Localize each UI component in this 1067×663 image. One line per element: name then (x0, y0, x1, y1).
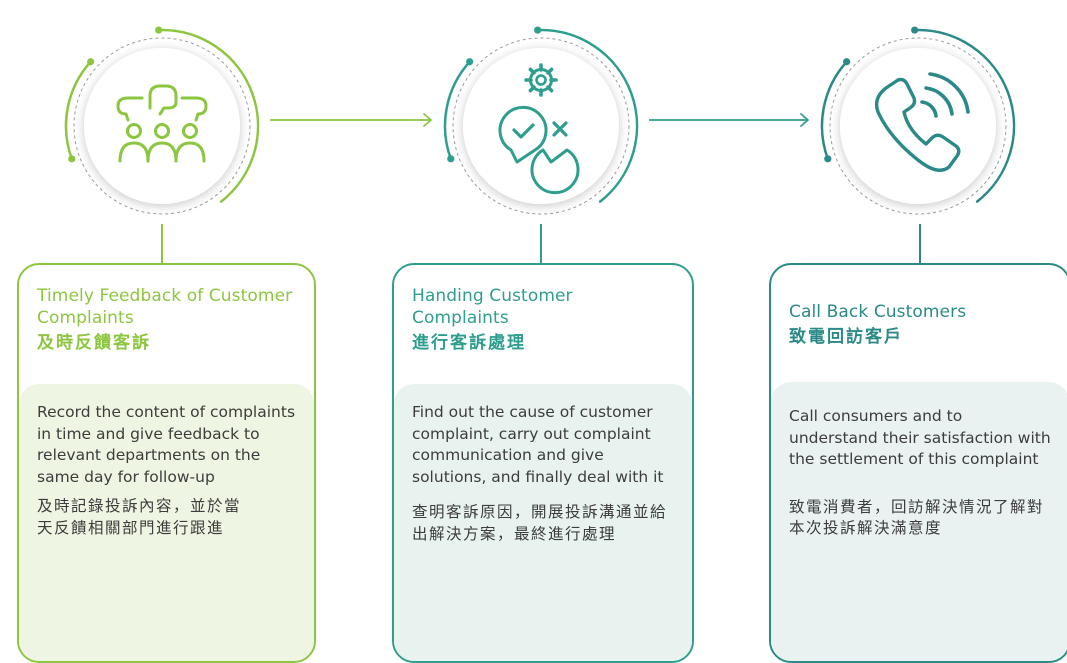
gear-teeth (524, 63, 558, 97)
step-title-zh-2: 進行客訴處理 (412, 333, 526, 353)
cross-mark (552, 121, 568, 137)
arc-dot-2-3 (447, 155, 455, 163)
cross-bubble (530, 148, 580, 195)
dashed-ring-1 (73, 37, 251, 215)
step-title-zh-1: 及時反饋客訴 (37, 333, 151, 353)
step-card-3: Call Back Customers 致電回訪客戶 Call consumer… (769, 263, 1067, 663)
person-head-3 (182, 123, 198, 139)
connector-arrow-1 (423, 113, 432, 127)
step-card-2: Handing Customer Complaints 進行客訴處理 Find … (392, 263, 694, 663)
sound-wave-1 (920, 100, 938, 118)
dashed-ring-3 (829, 37, 1007, 215)
person-head-2 (154, 123, 170, 139)
gear-ring (529, 68, 553, 92)
outer-arc-right-2 (536, 28, 639, 203)
person-body-1 (118, 141, 150, 163)
step-description-1: Record the content of complaints in time… (19, 384, 314, 661)
step-desc-en-3: Call consumers and to understand their s… (789, 407, 1051, 468)
icon-disc-3 (840, 48, 996, 204)
step-desc-en-1: Record the content of complaints in time… (37, 403, 296, 486)
step-title-zh-3: 致電回訪客戶 (789, 327, 903, 347)
person-head-1 (126, 123, 142, 139)
arc-dot-3-1 (843, 58, 851, 66)
outer-arc-left-1 (64, 60, 92, 161)
phone-handset (874, 77, 961, 172)
person-body-2 (146, 141, 178, 163)
outer-arc-right-1 (157, 28, 260, 203)
dashed-ring-2 (452, 37, 630, 215)
speech-bubble-right (180, 96, 208, 122)
step-desc-zh-3: 致電消費者，回訪解決情況了解對本次投訴解決滿意度 (789, 497, 1045, 538)
step-title-en-2: Handing Customer Complaints (412, 286, 573, 328)
arc-dot-2-1 (466, 58, 474, 66)
step-title-en-3: Call Back Customers (789, 302, 967, 322)
phone-call-icon (874, 72, 970, 172)
step-desc-en-2: Find out the cause of customer complaint… (412, 403, 664, 486)
check-bubble (498, 105, 548, 164)
arc-dot-1-1 (87, 58, 95, 66)
sound-wave-2 (924, 86, 954, 116)
step-description-2: Find out the cause of customer complaint… (394, 384, 692, 661)
people-chat-icon (116, 84, 208, 163)
step-card-1: Timely Feedback of Customer Complaints 及… (17, 263, 316, 663)
person-body-3 (174, 141, 206, 163)
speech-bubble-center (148, 84, 178, 116)
arc-dot-3-2 (911, 26, 919, 34)
gear-hub (535, 74, 547, 86)
gear-check-cross-icon (498, 63, 580, 195)
outer-arc-left-3 (820, 60, 848, 161)
arc-dot-1-2 (155, 26, 163, 34)
outer-arc-left-2 (443, 60, 471, 161)
arc-dot-1-3 (68, 155, 76, 163)
step-title-en-1: Timely Feedback of Customer Complaints (37, 286, 293, 328)
connector-arrow-2 (800, 113, 809, 127)
check-mark (512, 123, 535, 139)
sound-wave-3 (928, 72, 970, 114)
step-description-3: Call consumers and to understand their s… (771, 382, 1067, 661)
step-title-1: Timely Feedback of Customer Complaints 及… (19, 285, 314, 354)
step-title-3: Call Back Customers 致電回訪客戶 (771, 301, 1067, 348)
speech-bubble-left (116, 96, 144, 122)
step-desc-zh-1: 及時記錄投訴內容，並於當天反饋相關部門進行跟進 (37, 497, 242, 537)
arc-dot-3-3 (824, 155, 832, 163)
step-title-2: Handing Customer Complaints 進行客訴處理 (394, 285, 692, 354)
arc-dot-2-2 (534, 26, 542, 34)
step-desc-zh-2: 查明客訴原因，開展投訴溝通並給出解決方案，最終進行處理 (412, 503, 668, 543)
outer-arc-right-3 (913, 28, 1016, 203)
icon-disc-2 (463, 48, 619, 204)
